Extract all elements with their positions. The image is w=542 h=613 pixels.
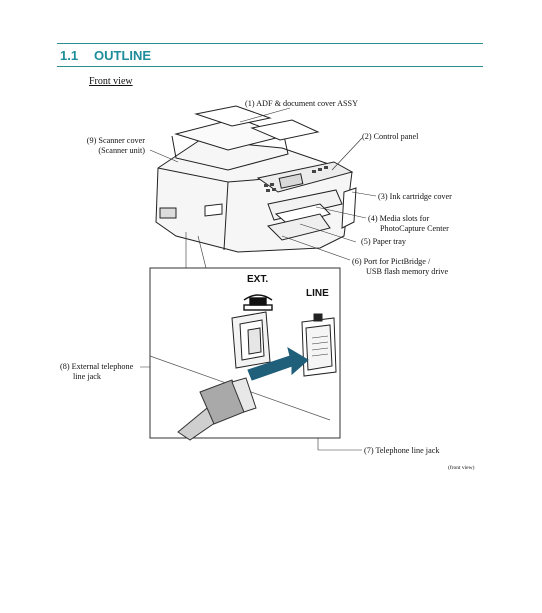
footnote: (front view) <box>448 465 475 471</box>
section-number: 1.1 <box>60 47 79 63</box>
ext-jack-port <box>231 311 271 369</box>
callout-1: (1) ADF & document cover ASSY <box>245 99 359 108</box>
ext-jack-label: EXT. <box>247 274 269 285</box>
section-title: OUTLINE <box>94 47 152 63</box>
telephone-icon <box>243 294 273 311</box>
phone-cable-plug <box>177 377 257 441</box>
callout-7: (7) Telephone line jack <box>364 446 440 455</box>
line-jack-port <box>301 313 337 377</box>
callout-2: (2) Control panel <box>362 132 419 141</box>
line-jack-label: LINE <box>306 288 329 299</box>
callout-6: (6) Port for PictBridge / USB flash memo… <box>352 257 449 276</box>
header-rule-bottom <box>57 66 483 67</box>
callout-4: (4) Media slots for PhotoCapture Center <box>368 214 449 233</box>
front-view-subheading: Front view <box>89 76 133 87</box>
callout-5: (5) Paper tray <box>361 237 407 246</box>
callout-9: (9) Scanner cover (Scanner unit) <box>86 136 145 155</box>
printer-illustration <box>155 105 357 253</box>
section-heading: 1.1 OUTLINE <box>60 44 151 66</box>
callout-8: (8) External telephone line jack <box>60 362 134 381</box>
insert-arrow-icon <box>247 346 309 381</box>
callout-3: (3) Ink cartridge cover <box>378 192 452 201</box>
jack-detail-illustration <box>149 267 341 441</box>
header-rule-top <box>57 43 483 44</box>
